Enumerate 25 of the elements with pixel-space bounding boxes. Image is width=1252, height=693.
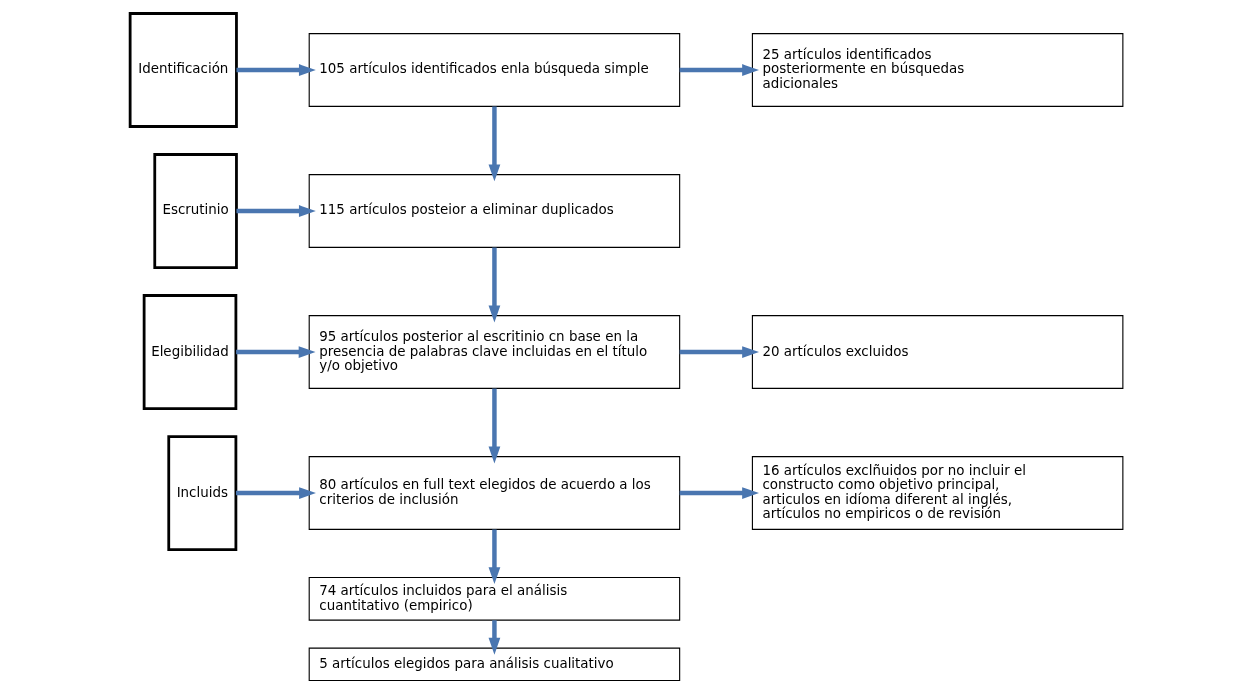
arrow [235,204,316,217]
node-box: Escrutinio [152,152,238,269]
arrow [488,106,500,181]
node-box: 74 artículos incluidos para el análisis cuantitativo (empirico) [308,576,680,621]
node-box: 16 artículos exclñuidos por no incluir el constructo como objetivo principal, articulos en idíoma diferent al inglés, artículos no empiricos o de revisión [751,455,1123,530]
node-box: 5 artículos elegidos para análisis cualitativo [308,647,680,681]
node-box: 115 artículos posteior a eliminar duplicados [308,173,680,248]
arrow [235,345,316,358]
arrow [488,529,500,584]
node-box: 25 artículos identificados posteriormente en búsquedas adicionales [751,32,1123,107]
arrow [235,63,316,76]
arrow [679,63,759,76]
node-box: 95 artículos posterior al escritinio cn base en la presencia de palabras clave incluidas en el título y/o objetivo [308,314,680,389]
node-box: Elegibilidad [142,293,237,410]
arrow [235,486,316,499]
arrow [488,619,500,655]
arrow [679,345,759,358]
arrow [488,388,500,463]
node-box: Identificación [128,11,238,128]
node-box: Incluids [166,434,237,551]
node-box: 105 artículos identificados enla búsqueda simple [308,32,680,107]
node-box: 80 artículos en full text elegidos de acuerdo a los criterios de inclusión [308,455,680,530]
node-box: 20 artículos excluidos [751,314,1123,389]
arrow [488,247,500,322]
arrow [679,486,759,499]
